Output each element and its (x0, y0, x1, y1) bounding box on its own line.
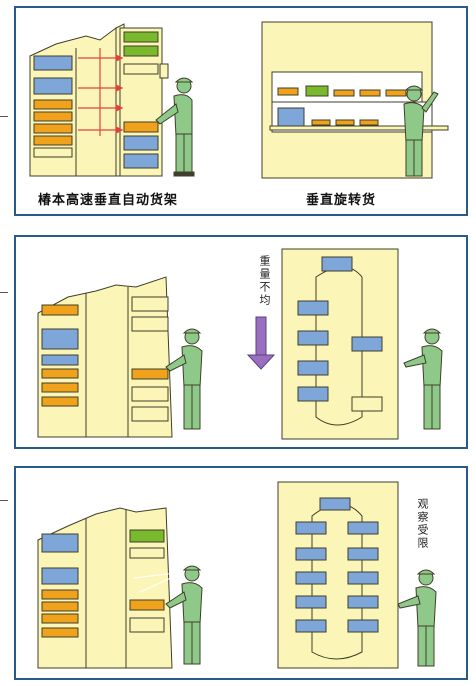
margin-tick (0, 116, 8, 117)
rotary-cabinet (281, 248, 399, 440)
vertical-lift-cabinet (37, 276, 173, 438)
panel-1-illustration (29, 21, 449, 179)
panel-limited-visibility: 观察受限 (14, 466, 468, 680)
panel-2-illustration (37, 248, 443, 440)
operator-figure (165, 328, 203, 430)
operator-figure (165, 565, 203, 665)
caption-rotary-shelf: 垂直旋转货 (306, 193, 377, 208)
note-limited-visibility: 观察受限 (416, 498, 429, 550)
panel-uneven-weight: 重量不均 (14, 235, 468, 449)
rotary-cabinet (277, 481, 399, 669)
transfer-arrows (78, 48, 124, 136)
panel-3-illustration (37, 481, 437, 669)
margin-tick (0, 292, 8, 293)
vertical-lift-cabinet (29, 23, 169, 177)
caption-high-speed-lift: 椿本高速垂直自动货架 (38, 193, 179, 208)
panel-high-speed-vs-rotary: 椿本高速垂直自动货架 垂直旋转货 (14, 6, 468, 216)
operator-figure (403, 85, 439, 177)
operator-figure (403, 328, 443, 430)
note-uneven-weight: 重量不均 (258, 255, 271, 307)
vertical-lift-cabinet (37, 507, 173, 669)
operator-figure (155, 77, 195, 177)
downward-arrow (246, 316, 276, 370)
margin-tick (0, 500, 8, 501)
sight-lines (133, 571, 185, 593)
operator-figure (397, 569, 437, 667)
